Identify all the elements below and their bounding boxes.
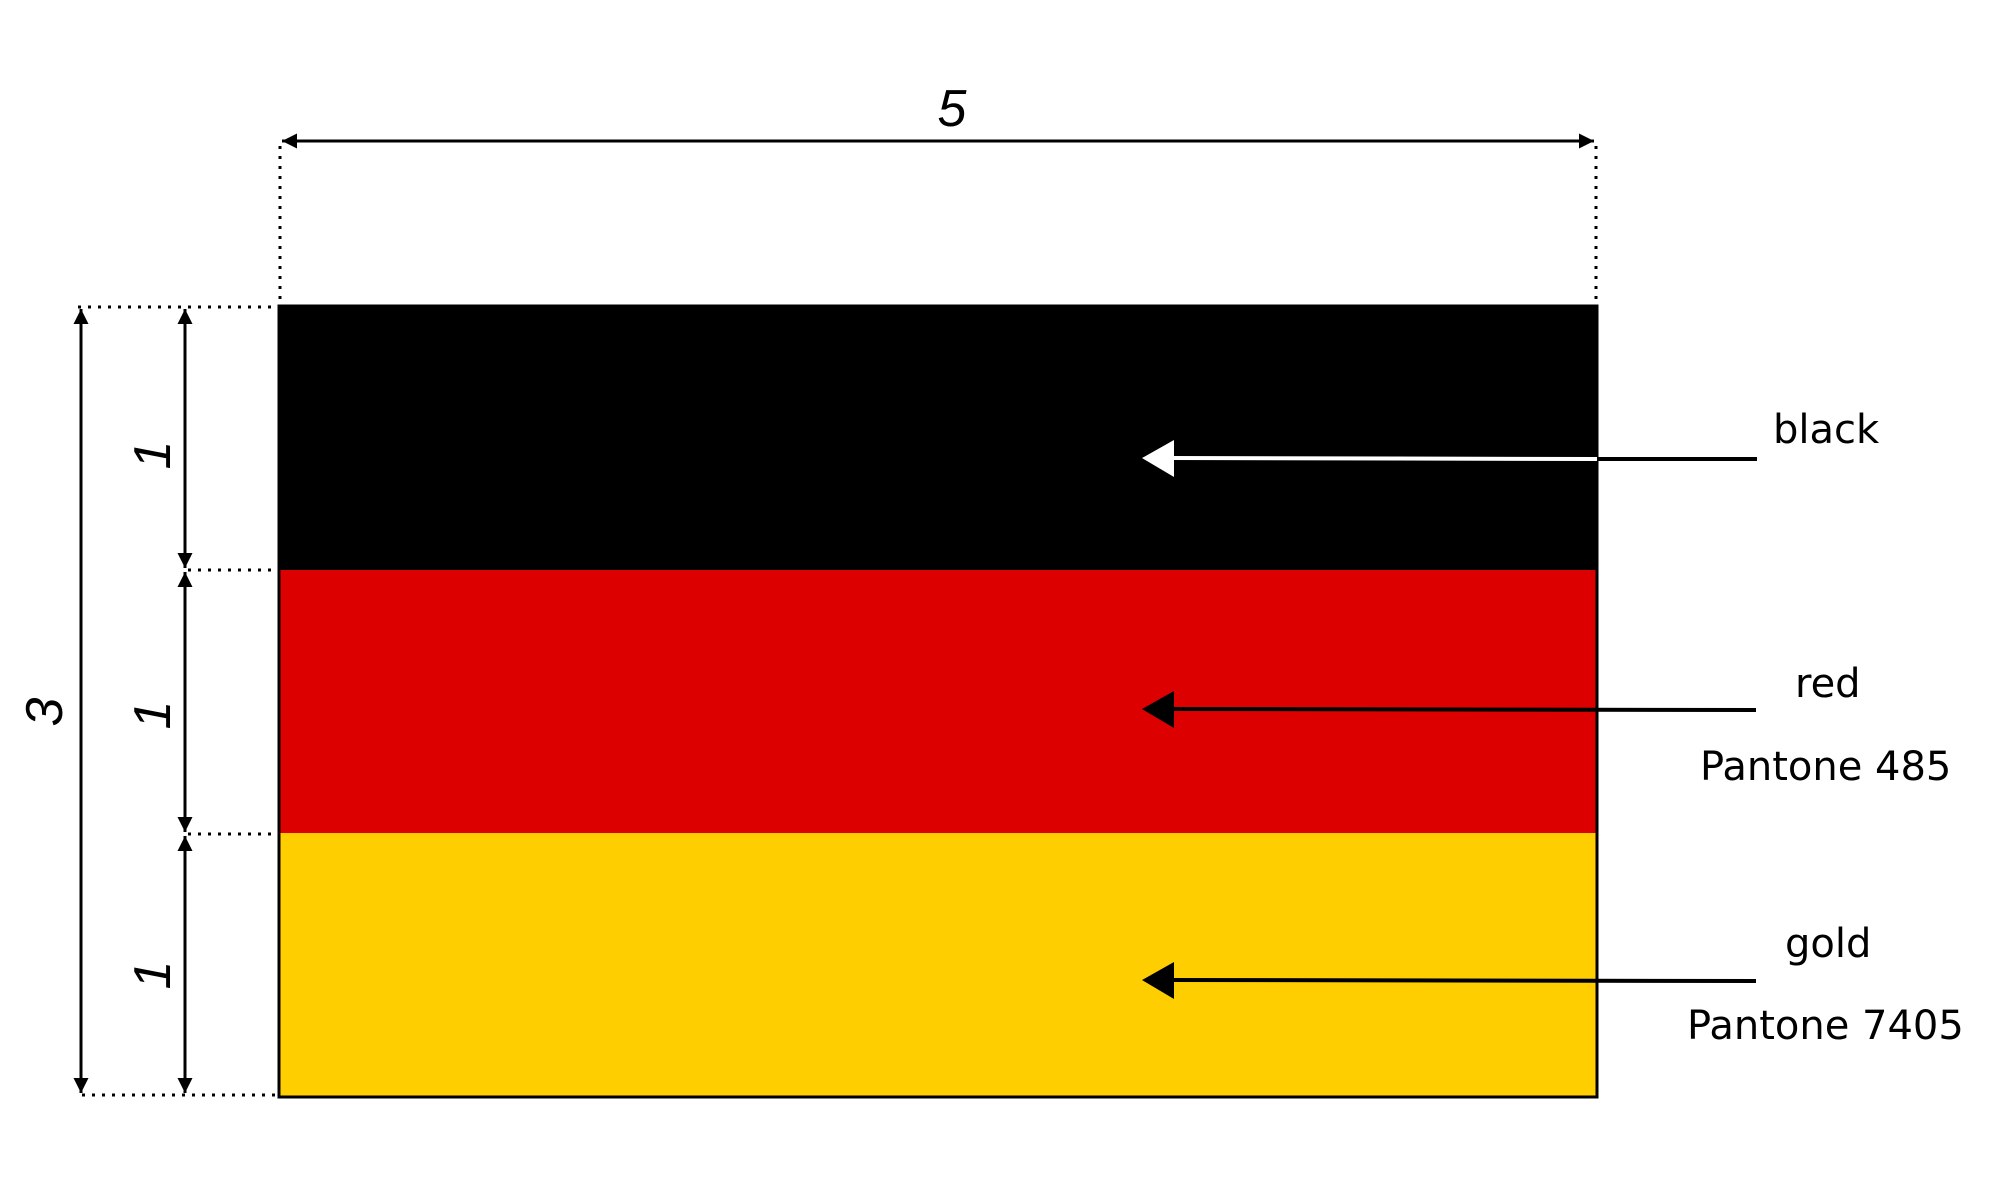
callout-black: black <box>1142 407 1880 477</box>
callout-gold: gold Pantone 7405 <box>1142 921 1964 1049</box>
stripe-1-height-label: 1 <box>124 441 182 470</box>
leader-line-red <box>1169 707 1757 712</box>
label-gold-pantone: Pantone 7405 <box>1687 1003 1964 1049</box>
label-red-pantone: Pantone 485 <box>1700 744 1951 790</box>
flag-outline <box>277 304 1599 1099</box>
width-dimension: 5 <box>278 80 1598 304</box>
leader-line-black-inner <box>1169 456 1598 461</box>
width-label: 5 <box>938 80 968 138</box>
leader-line-gold <box>1169 978 1757 983</box>
stripe-black <box>279 306 1597 570</box>
stripe-gold <box>279 833 1597 1097</box>
stripe-3-height-label: 1 <box>124 961 182 990</box>
stripe-red <box>279 570 1597 833</box>
callout-red: red Pantone 485 <box>1142 661 1951 790</box>
stripe-2-height-label: 1 <box>124 701 182 730</box>
height-label: 3 <box>16 697 74 726</box>
arrowhead-black-icon <box>1142 691 1174 728</box>
arrowhead-white-icon <box>1142 440 1174 477</box>
label-black: black <box>1773 407 1880 453</box>
height-dimensions: 3 1 1 1 <box>16 305 278 1097</box>
label-red: red <box>1795 661 1861 707</box>
arrowhead-black-icon <box>1142 962 1174 999</box>
flag <box>277 304 1599 1099</box>
label-gold: gold <box>1785 921 1871 967</box>
